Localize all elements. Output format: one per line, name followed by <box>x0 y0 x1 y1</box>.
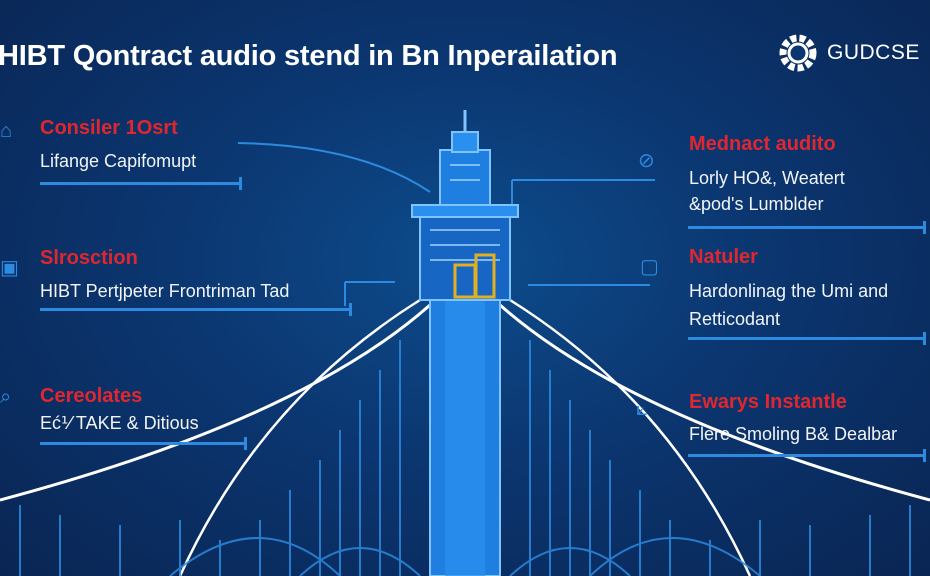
section-body: Hardonlinag the Umi and <box>689 281 889 301</box>
section-heading: Mednact audito <box>689 133 836 155</box>
section-body: HIBT Pertjpeter Frontriman Tad <box>40 281 290 301</box>
section-body: Lifange Capifomupt <box>40 151 197 171</box>
divider-line <box>40 177 242 190</box>
section-heading: Slroscti​on <box>40 247 138 269</box>
section-heading: Ewarys Instantle <box>689 391 847 413</box>
divider-line <box>40 303 352 316</box>
divider-line <box>688 449 926 462</box>
section-heading: Natuler <box>689 246 758 268</box>
gear-logo-icon <box>779 34 817 72</box>
section-body: &pod's Lumblder <box>689 194 824 214</box>
chat-icon: ▢ <box>640 256 659 278</box>
logo-text: GUDCSE <box>827 41 920 64</box>
divider-line <box>688 221 926 234</box>
document-icon: ▣ <box>0 257 19 279</box>
divider-line <box>40 437 247 450</box>
section-body: Lorly HO&, Weatert <box>689 168 845 188</box>
page-title: HIBT Qontract audio stend in Bn Inperail… <box>0 40 618 72</box>
section-body: Flere Smoling B& Dealbar <box>689 424 898 444</box>
brand-logo: GUDCSE <box>775 30 920 76</box>
search-icon: ⌕ <box>0 386 12 408</box>
building-icon: ⌂ <box>0 120 13 142</box>
divider-line <box>688 332 926 345</box>
chart-icon: ⟀ <box>636 398 648 420</box>
section-body: Eć⅟ TAKE & Ditious <box>40 413 199 433</box>
section-body: Retticodant <box>689 309 781 329</box>
section-heading: Consiler 1Osrt <box>40 117 178 139</box>
gauge-icon: ⊘ <box>638 150 655 172</box>
section-heading: Cereolates <box>40 385 143 407</box>
